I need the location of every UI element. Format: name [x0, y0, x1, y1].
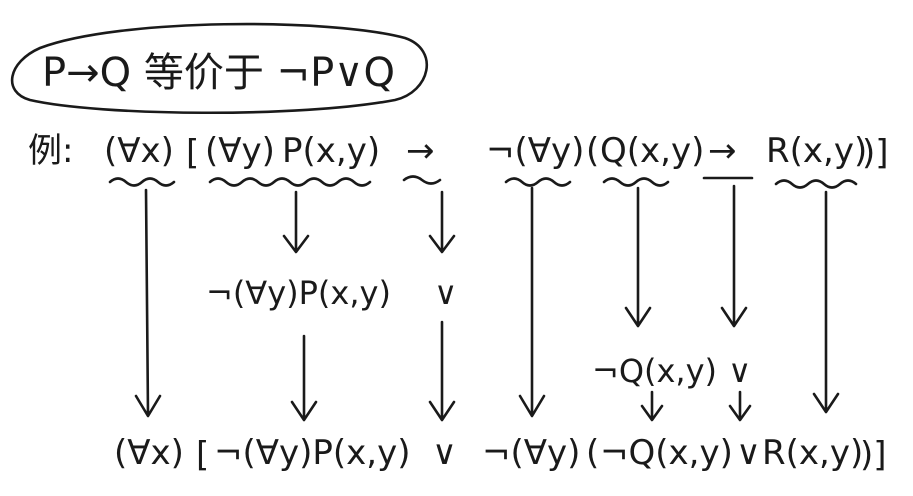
r1-p: P(x,y) [282, 131, 380, 171]
wavy-underline-forall-y-p [208, 177, 372, 187]
r1-forall-x: (∀x) [104, 131, 174, 171]
r3-or2: ∨ [728, 352, 751, 390]
arrow-imp-to-or1 [428, 190, 456, 254]
r1-q: Q(x,y) [600, 131, 704, 171]
wavy-underline-r [774, 179, 858, 189]
r4-neg-p: ¬(∀y)P(x,y) [214, 433, 410, 473]
arrow-negp-to-r4 [290, 334, 318, 422]
arrow-p-to-negp [282, 190, 310, 254]
r1-forall-y: (∀y) [205, 131, 275, 171]
wavy-underline-arrow1 [402, 175, 442, 185]
arrow-q-to-negq [624, 186, 652, 328]
wavy-underline-q [602, 177, 670, 187]
r1-neg-forall-y: ¬(∀y) [486, 131, 584, 171]
r3-neg-q: ¬Q(x,y) [592, 352, 717, 390]
r1-arrow2: → [708, 131, 737, 171]
arrow-negq-to-r4 [640, 390, 664, 422]
r4-neg-q: ¬Q(x,y) [600, 433, 733, 473]
r4-neg-forall-y: ¬(∀y) [482, 433, 580, 473]
r4-forall-x: (∀x) [114, 433, 184, 473]
arrow-forall-x-long [134, 188, 162, 418]
wavy-underline-neg-forall-y [504, 177, 572, 187]
r4-bracket-open: [ [196, 435, 209, 475]
r1-paren-open: ( [586, 131, 599, 171]
arrow-imp2-to-or2 [720, 184, 748, 328]
arrow-r-long [812, 190, 840, 414]
r4-or2: ∨ [736, 433, 761, 473]
arrow-or1-to-r4 [428, 320, 456, 422]
r2-neg-p: ¬(∀y)P(x,y) [206, 274, 391, 312]
title-text: P→Q 等价于 ¬P∨Q [42, 50, 395, 96]
arrow-or2-to-r4 [728, 390, 752, 422]
r4-close: )] [860, 435, 887, 475]
r1-arrow1: → [406, 131, 435, 171]
r4-or1: ∨ [432, 433, 457, 473]
example-label: 例: [28, 131, 73, 171]
r1-r: R(x,y) [766, 131, 867, 171]
r1-bracket-open: [ [186, 133, 199, 173]
r1-close: )] [862, 133, 889, 173]
arrow-neg-forall-y-long [518, 186, 546, 418]
r4-paren-open: ( [586, 433, 599, 473]
r4-r: R(x,y) [762, 433, 863, 473]
wavy-underline-forall-x [108, 177, 176, 187]
r2-or1: ∨ [434, 274, 457, 312]
title-oval [10, 22, 429, 115]
